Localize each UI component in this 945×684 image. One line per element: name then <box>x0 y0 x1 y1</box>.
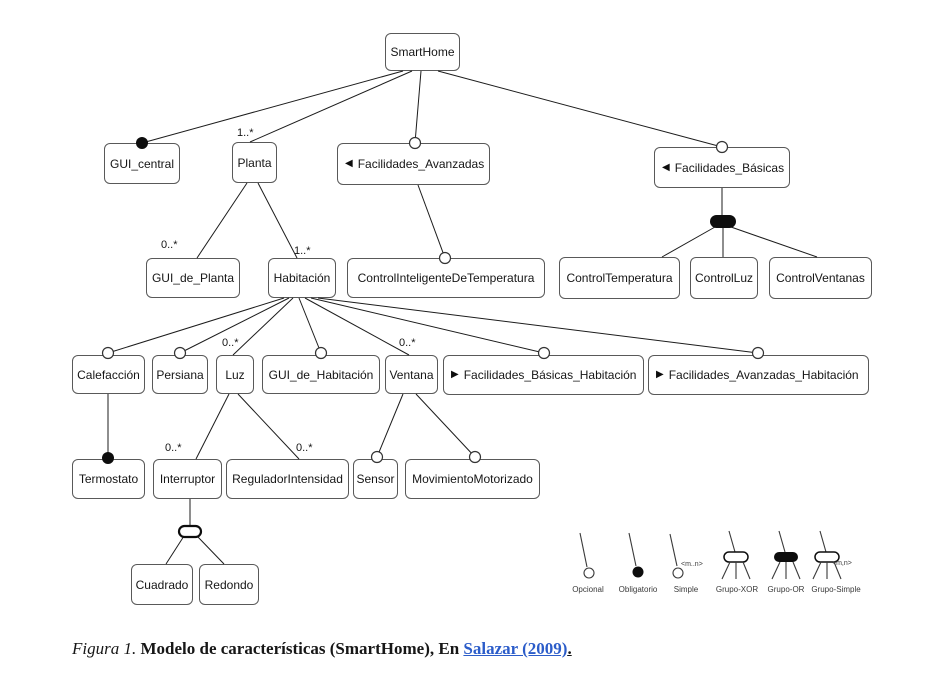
node-cuadrado: Cuadrado <box>131 564 193 605</box>
node-label: GUI_central <box>109 156 175 171</box>
group-or-icon <box>710 215 736 228</box>
node-facilidades-basicas-habitacion: ▶ Facilidades_Básicas_Habitación <box>443 355 644 395</box>
multiplicity-label-gui-de-planta: 0..* <box>161 239 178 251</box>
node-facilidades-avanzadas: ◀ Facilidades_Avanzadas <box>337 143 490 185</box>
node-label: Facilidades_Avanzadas <box>357 157 485 171</box>
node-control-inteligente-de-temperatura: ControlInteligenteDeTemperatura <box>347 258 545 298</box>
node-label: SmartHome <box>390 45 455 59</box>
node-control-ventanas: ControlVentanas <box>769 257 872 299</box>
node-planta: Planta <box>232 142 277 183</box>
node-label: ControlInteligenteDeTemperatura <box>357 271 535 285</box>
legend-obligatorio-icon <box>628 532 644 578</box>
citation-link[interactable]: Salazar (2009) <box>463 639 568 658</box>
node-habitacion: Habitación <box>268 258 336 298</box>
collapse-left-icon: ◀ <box>345 158 353 169</box>
figure-caption-text: Modelo de características (SmartHome), E… <box>136 639 464 658</box>
multiplicity-label-ventana: 0..* <box>399 337 416 349</box>
node-label: Facilidades_Avanzadas_Habitación <box>668 368 859 382</box>
collapse-right-icon: ▶ <box>656 369 664 380</box>
node-redondo: Redondo <box>199 564 259 605</box>
node-interruptor: Interruptor <box>153 459 222 499</box>
group-simple-icon <box>177 524 203 539</box>
node-gui-de-planta: GUI_de_Planta <box>146 258 240 298</box>
node-label: Facilidades_Básicas_Habitación <box>463 368 637 382</box>
node-control-luz: ControlLuz <box>690 257 758 299</box>
legend-label-grupo-simple: Grupo-Simple <box>811 585 861 594</box>
node-facilidades-basicas: ◀ Facilidades_Básicas <box>654 147 790 188</box>
node-gui-central: GUI_central <box>104 143 180 184</box>
legend-label-opcional: Opcional <box>572 585 604 594</box>
node-gui-de-habitacion: GUI_de_Habitación <box>262 355 380 394</box>
node-label: Planta <box>237 155 272 170</box>
node-ventana: Ventana <box>385 355 438 394</box>
node-label: Luz <box>225 367 245 382</box>
legend-grupo-simple-icon <box>812 530 842 580</box>
figure-caption-number: Figura 1. <box>72 639 137 658</box>
legend-grupo-xor-icon <box>721 530 751 580</box>
multiplicity-label-planta: 1..* <box>237 127 254 139</box>
node-smarthome: SmartHome <box>385 33 460 71</box>
node-label: ReguladorIntensidad <box>232 472 343 486</box>
node-label: Ventana <box>389 367 434 382</box>
legend-opcional-icon <box>579 532 595 579</box>
multiplicity-label-habitacion: 1..* <box>294 245 311 257</box>
node-label: MovimientoMotorizado <box>412 472 533 486</box>
node-label: Calefacción <box>77 367 140 382</box>
node-label: Persiana <box>156 367 204 382</box>
node-calefaccion: Calefacción <box>72 355 145 394</box>
collapse-right-icon: ▶ <box>451 369 459 380</box>
legend-label-simple: Simple <box>673 585 699 594</box>
multiplicity-label-interruptor: 0..* <box>165 442 182 454</box>
multiplicity-label-regulador: 0..* <box>296 442 313 454</box>
node-control-temperatura: ControlTemperatura <box>559 257 680 299</box>
node-label: ControlTemperatura <box>566 271 673 285</box>
figure-caption-period: . <box>567 639 572 658</box>
node-label: GUI_de_Planta <box>151 271 235 285</box>
collapse-left-icon: ◀ <box>662 161 670 173</box>
legend-label-obligatorio: Obligatorio <box>618 585 658 594</box>
node-label: GUI_de_Habitación <box>268 367 374 382</box>
node-label: Sensor <box>356 472 395 486</box>
legend-grupo-or-icon <box>771 530 801 580</box>
node-facilidades-avanzadas-habitacion: ▶ Facilidades_Avanzadas_Habitación <box>648 355 869 395</box>
legend-label-grupo-xor: Grupo-XOR <box>715 585 759 594</box>
node-luz: Luz <box>216 355 254 394</box>
node-label: Habitación <box>273 271 331 285</box>
node-label: Interruptor <box>159 472 216 486</box>
node-persiana: Persiana <box>152 355 208 394</box>
node-regulador-intensidad: ReguladorIntensidad <box>226 459 349 499</box>
legend-tag-grupo-simple: <m,n> <box>832 560 852 567</box>
node-sensor: Sensor <box>353 459 398 499</box>
node-label: ControlLuz <box>694 271 754 285</box>
node-label: Facilidades_Básicas <box>674 160 785 175</box>
node-termostato: Termostato <box>72 459 145 499</box>
legend-simple-icon <box>669 533 684 579</box>
node-movimiento-motorizado: MovimientoMotorizado <box>405 459 540 499</box>
legend-icons <box>579 530 842 580</box>
node-label: ControlVentanas <box>776 271 865 285</box>
node-label: Termostato <box>78 472 139 486</box>
legend-label-grupo-or: Grupo-OR <box>767 585 805 594</box>
legend-tag-simple: <m..n> <box>681 561 703 568</box>
node-label: Redondo <box>204 577 254 592</box>
figure-caption: Figura 1. Modelo de características (Sma… <box>72 639 572 659</box>
node-label: Cuadrado <box>135 577 189 592</box>
multiplicity-label-luz: 0..* <box>222 337 239 349</box>
